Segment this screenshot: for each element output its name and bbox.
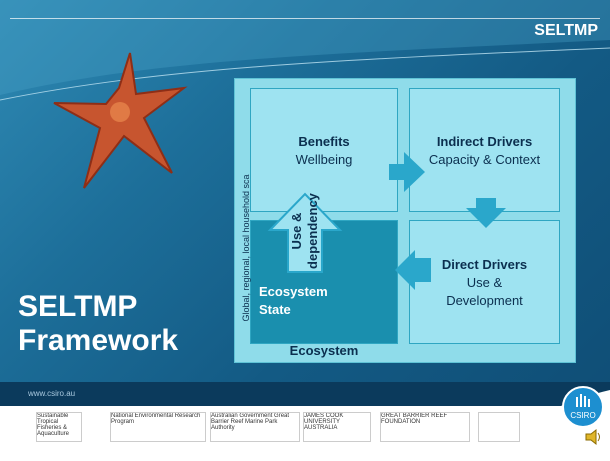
- logo-jcu: JAMES COOK UNIVERSITY AUSTRALIA: [303, 412, 371, 442]
- logo-network: [478, 412, 520, 442]
- speaker-icon[interactable]: [584, 428, 604, 446]
- ecosystem-state-title-line1: Ecosystem: [259, 284, 328, 299]
- top-rule: [10, 18, 600, 19]
- csiro-text: CSIRO: [570, 411, 595, 420]
- footer-url[interactable]: www.csiro.au: [28, 389, 76, 398]
- benefits-title: Benefits: [298, 134, 350, 149]
- use-dependency-line1: Use &: [289, 212, 304, 250]
- starfish-image: [53, 52, 188, 189]
- use-dependency-line2: dependency: [305, 193, 320, 269]
- indirect-drivers-sub: Capacity & Context: [428, 152, 541, 167]
- direct-drivers-sub2: Development: [446, 293, 523, 308]
- scale-axis-label: Global, regional, local household sca: [241, 174, 251, 322]
- csiro-logo: CSIRO: [562, 386, 604, 428]
- direct-drivers-box: Direct Drivers Use & Development: [409, 220, 560, 344]
- use-dependency-label: Use & dependency: [289, 183, 323, 279]
- logo-nerp: National Environmental Research Program: [110, 412, 206, 442]
- benefits-box: Benefits Wellbeing: [250, 88, 398, 212]
- slide-title-line1: SELTMP: [18, 290, 138, 323]
- brand-label: SELTMP: [534, 22, 598, 39]
- direct-drivers-title: Direct Drivers: [441, 257, 528, 272]
- logo-sustainable-fisheries: Sustainable Tropical Fisheries & Aquacul…: [36, 412, 82, 442]
- ecosystem-state-title: Ecosystem State: [259, 283, 339, 319]
- slide-title: SELTMP Framework: [18, 290, 178, 358]
- indirect-drivers-box: Indirect Drivers Capacity & Context: [409, 88, 560, 212]
- indirect-drivers-title: Indirect Drivers: [436, 134, 533, 149]
- logo-gbr-foundation: GREAT BARRIER REEF FOUNDATION: [380, 412, 470, 442]
- direct-drivers-sub1: Use &: [466, 275, 503, 290]
- ecosystem-state-box: Ecosystem State: [250, 220, 398, 344]
- slide-title-line2: Framework: [18, 324, 179, 357]
- logo-gbrmpa: Australian Government Great Barrier Reef…: [210, 412, 300, 442]
- ecosystem-state-title-line2: State: [259, 302, 291, 317]
- ecosystem-label: Ecosystem: [289, 343, 359, 358]
- benefits-sub: Wellbeing: [295, 152, 353, 167]
